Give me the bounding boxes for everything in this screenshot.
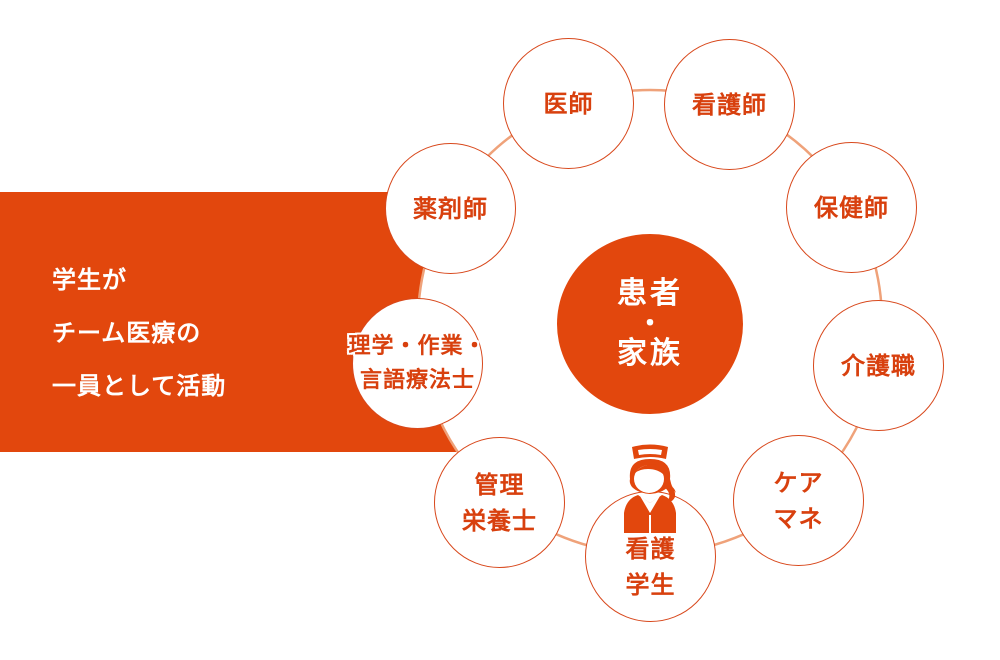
node-label: マネ [773,504,824,533]
banner-line-1: 学生が [52,266,127,294]
center-separator: ・ [636,309,663,339]
node-label: 学生 [625,571,676,599]
node-label: 看護 [625,535,676,563]
node-care-worker: 介護職 [813,300,944,431]
node-label: 言語療法士 [359,367,475,393]
node-doctor: 医師 [503,38,634,169]
node-label: 看護師 [692,90,767,119]
banner-line-2: チーム医療の [52,319,202,347]
banner-line-3: 一員として活動 [52,372,227,400]
node-label: ケア [773,468,824,497]
node-dietitian: 管理 栄養士 [434,437,565,568]
node-label: 医師 [543,89,594,118]
node-label: 保健師 [814,193,889,222]
center-line-2: 家族 [617,336,683,371]
banner-caption: 学生が チーム医療の 一員として活動 [52,254,226,413]
node-label: 理学・作業・ [348,333,487,359]
node-therapists: 理学・作業・ 言語療法士 [349,298,486,429]
node-public-health-nurse: 保健師 [786,142,917,273]
node-nurse: 看護師 [664,39,795,170]
node-label: 介護職 [841,351,916,380]
node-label: 栄養士 [462,506,537,535]
center-line-1: 患者 [617,276,683,311]
node-label: 管理 [474,470,525,499]
node-care-manager: ケア マネ [733,435,864,566]
node-label: 薬剤師 [413,194,488,223]
node-pharmacist: 薬剤師 [385,143,516,274]
nurse-icon [624,444,676,533]
patient-family-circle: 患者 ・ 家族 [557,234,743,414]
